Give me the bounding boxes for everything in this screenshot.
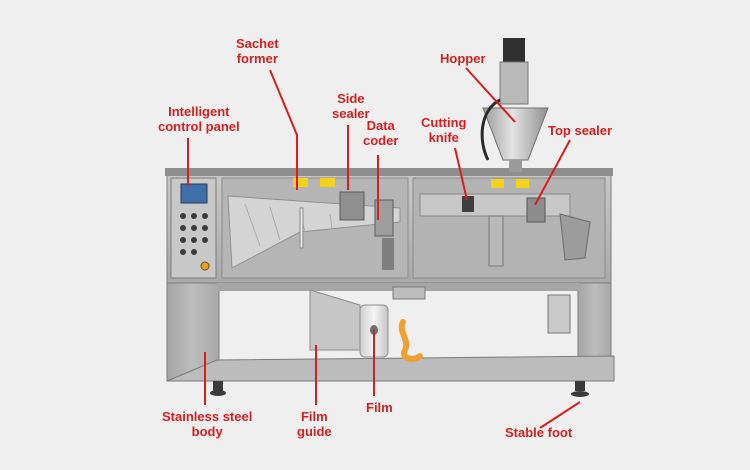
warning-label	[491, 179, 504, 188]
leader-cutting-knife	[454, 147, 468, 201]
coder-base	[382, 238, 394, 270]
warning-label	[516, 179, 529, 188]
hopper-gearbox	[499, 61, 529, 105]
film-guide-rods	[299, 207, 304, 249]
hopper-neck	[509, 160, 522, 172]
leader-sachet-former	[269, 69, 298, 190]
label-cutting-knife: Cutting knife	[421, 115, 467, 145]
top-sealer-block	[526, 197, 546, 223]
machine-feet	[210, 381, 589, 397]
hopper-cable	[480, 98, 501, 161]
label-film-guide: Film guide	[297, 409, 332, 439]
label-stable-foot: Stable foot	[505, 425, 573, 440]
hopper-motor	[503, 38, 525, 62]
film-guide-plate	[309, 289, 361, 351]
control-screen	[180, 183, 208, 204]
data-coder-block	[374, 199, 394, 237]
leader-hopper	[465, 67, 516, 123]
label-data-coder: Data coder	[363, 118, 399, 148]
cutting-knife-block	[462, 196, 474, 212]
filling-nozzle	[488, 215, 504, 267]
label-control-panel: Intelligent control panel	[158, 104, 240, 134]
label-hopper: Hopper	[440, 51, 486, 66]
warning-label	[320, 178, 335, 187]
label-film: Film	[366, 400, 393, 415]
flexible-tube	[398, 319, 423, 362]
pneumatic-block	[392, 286, 426, 300]
label-top-sealer: Top sealer	[548, 123, 613, 138]
pouch-conveyor	[419, 193, 571, 217]
side-sealer-block	[339, 191, 365, 221]
leader-lines	[187, 67, 581, 429]
emergency-stop-button	[200, 261, 210, 271]
leader-top-sealer	[534, 139, 571, 206]
base-tray	[166, 355, 615, 382]
hopper-cone	[482, 107, 549, 161]
discharge-chute	[559, 213, 591, 261]
upper-cabinet-top-rail	[165, 168, 613, 176]
label-stainless-steel-body: Stainless steel body	[162, 409, 253, 439]
warning-label	[293, 178, 308, 187]
leader-stable-foot	[539, 401, 581, 429]
control-buttons	[180, 213, 208, 255]
label-side-sealer: Side sealer	[332, 91, 370, 121]
label-sachet-former: Sachet former	[236, 36, 279, 66]
air-regulator	[547, 294, 571, 334]
